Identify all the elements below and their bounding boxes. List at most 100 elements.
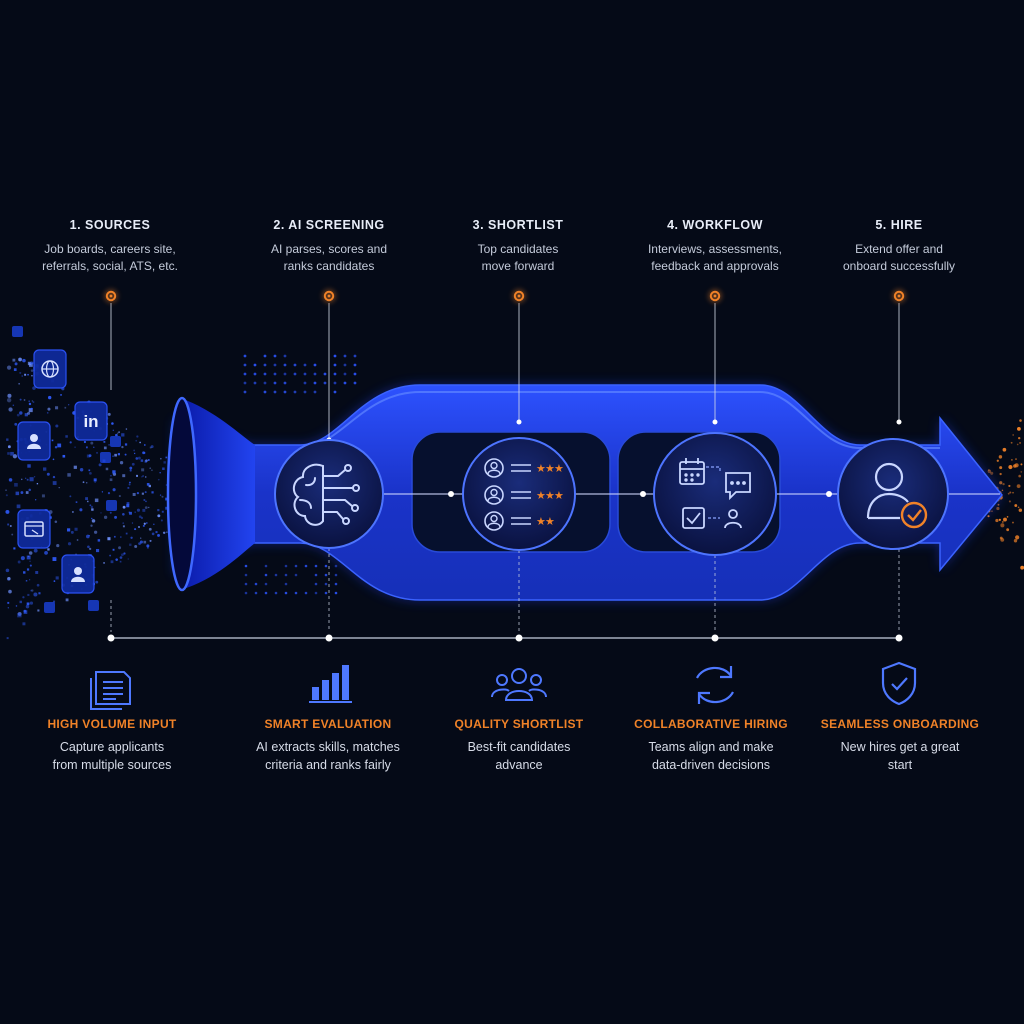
grid-dot: [304, 564, 308, 568]
particle: [91, 517, 93, 520]
stage-marker: [323, 290, 335, 302]
person-icon: [724, 509, 742, 529]
particle: [8, 407, 13, 412]
particle: [119, 556, 123, 559]
particle: [37, 609, 40, 612]
particle: [31, 400, 34, 402]
particle: [114, 453, 117, 457]
particle: [88, 454, 92, 458]
particle: [85, 481, 88, 484]
grid-dot: [303, 381, 307, 385]
particle: [129, 543, 132, 546]
grid-dot: [263, 372, 267, 376]
benefit-description: Best-fit candidates advance: [467, 740, 571, 772]
source-particles: [5, 357, 180, 640]
stage-marker-core: [109, 294, 113, 298]
grid-dot: [343, 363, 347, 367]
refresh-cycle-icon: [696, 666, 734, 704]
spark: [1017, 506, 1020, 509]
grid-dot: [293, 390, 297, 394]
funnel-mouth: [166, 396, 198, 592]
particle: [30, 589, 33, 592]
stage-description: Extend offer and onboard successfully: [842, 242, 956, 273]
timeline-dot: [107, 634, 115, 642]
flow-dot: [826, 491, 832, 497]
particle: [107, 492, 111, 495]
grid-dot: [353, 354, 357, 358]
grid-dot: [283, 372, 287, 376]
particle: [10, 451, 14, 456]
particle: [5, 509, 10, 514]
particle: [24, 373, 27, 376]
particle: [6, 397, 12, 403]
particle: [138, 515, 142, 518]
star-icon: ★: [545, 462, 555, 475]
benefit-description: Teams align and make data-driven decisio…: [648, 740, 774, 772]
spark: [1015, 535, 1020, 540]
particle: [160, 519, 163, 522]
grid-dot: [343, 372, 347, 376]
spark: [995, 518, 999, 523]
particle: [7, 601, 10, 604]
stage-marker-core: [897, 294, 901, 298]
grid-dot: [254, 582, 258, 586]
particle: [139, 441, 141, 444]
particle: [134, 545, 138, 548]
particle: [23, 609, 27, 613]
grid-dot: [324, 591, 328, 595]
benefit-description: New hires get a great start: [840, 740, 960, 772]
particle: [128, 483, 131, 486]
spark: [1019, 441, 1022, 444]
spark: [1020, 463, 1023, 466]
benefit-high-volume-input: HIGH VOLUME INPUT Capture applicants fro…: [12, 717, 212, 774]
spark: [1001, 489, 1004, 492]
particle: [93, 530, 98, 534]
particle: [18, 357, 22, 362]
spark: [1012, 434, 1014, 436]
particle: [137, 456, 141, 460]
particle: [129, 466, 133, 470]
mini-source-icon: [44, 602, 55, 613]
particle: [155, 531, 158, 534]
stage-connectors: [104, 289, 906, 632]
particle: [87, 545, 90, 549]
stage-title: 4. WORKFLOW: [667, 218, 763, 232]
particle: [21, 478, 23, 481]
benefit-description: AI extracts skills, matches criteria and…: [256, 740, 400, 772]
globe-icon: [33, 349, 67, 389]
particle: [20, 556, 25, 561]
candidate-row: ★★★: [484, 485, 564, 505]
grid-dot: [274, 591, 278, 595]
grid-dot: [314, 564, 318, 568]
particle: [32, 401, 35, 403]
particle: [15, 605, 18, 607]
particle: [129, 511, 132, 515]
stage-hire: 5. HIRE Extend offer and onboard success…: [799, 218, 999, 275]
grid-dot: [263, 354, 267, 358]
particle: [140, 459, 144, 462]
grid-dot: [273, 372, 277, 376]
spark: [1014, 463, 1019, 468]
particle: [121, 445, 124, 449]
particle: [17, 611, 22, 616]
particle: [35, 571, 39, 574]
particle: [88, 535, 90, 537]
particle: [136, 474, 138, 477]
particle: [140, 516, 144, 520]
stage-marker: [893, 290, 905, 302]
funnel: [180, 398, 255, 590]
particle: [165, 506, 169, 510]
particle: [94, 498, 99, 503]
particle: [157, 514, 161, 518]
grid-dot: [284, 582, 288, 586]
spark: [1008, 500, 1011, 503]
stage-description: Interviews, assessments, feedback and ap…: [647, 242, 783, 273]
grid-dot: [343, 354, 347, 358]
particle: [138, 526, 140, 528]
particle: [136, 508, 141, 512]
pipe-highlight: [299, 391, 940, 449]
particle: [7, 577, 11, 581]
particle: [122, 525, 125, 528]
grid-dot: [323, 381, 327, 385]
particle: [117, 453, 120, 456]
